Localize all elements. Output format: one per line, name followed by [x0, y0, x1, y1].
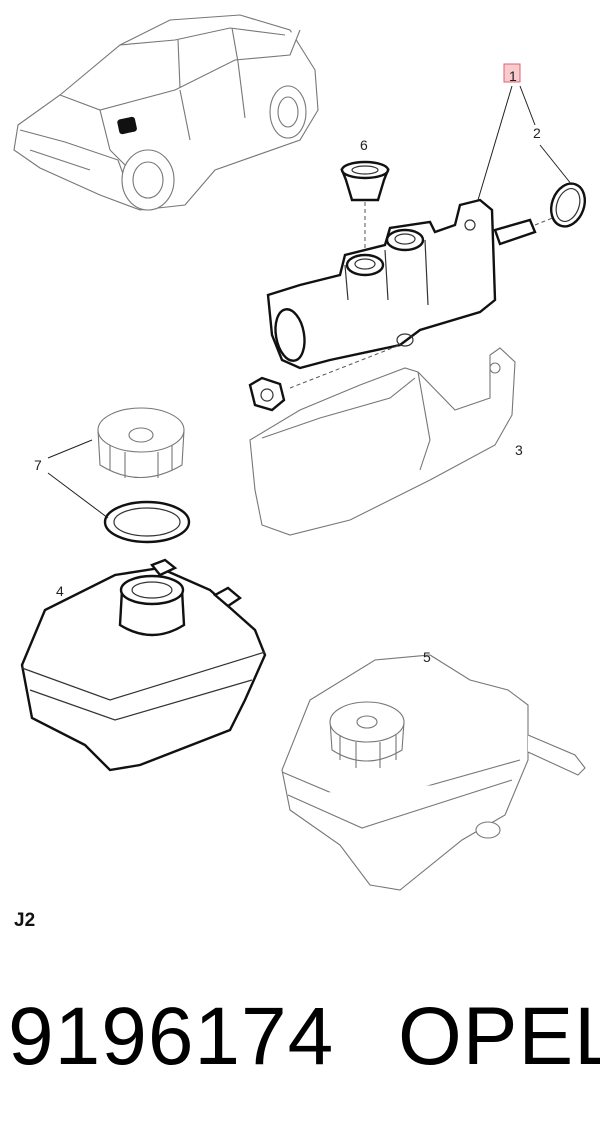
grommet-part [340, 160, 390, 255]
callout-6[interactable]: 6 [360, 137, 368, 153]
part-number: 9196174 [8, 991, 335, 1082]
fluid-reservoir-part [20, 558, 267, 772]
heat-shield-part [249, 347, 516, 536]
diagram-page-code: J2 [14, 910, 36, 931]
reservoir-assembly-part [281, 654, 586, 891]
callout-highlight-box [503, 63, 521, 83]
callout-3[interactable]: 3 [515, 442, 523, 458]
callout-7[interactable]: 7 [34, 457, 42, 473]
o-ring-part [549, 182, 587, 228]
brand-name: OPEL [398, 991, 600, 1082]
callout-leader-lines [47, 85, 573, 519]
nut-part [248, 376, 286, 412]
callout-1[interactable]: 1 [509, 68, 517, 84]
master-cylinder-part [266, 198, 561, 389]
callout-4[interactable]: 4 [56, 583, 64, 599]
car-overview-illustration [13, 14, 319, 211]
reservoir-cap-part [97, 407, 185, 479]
parts-exploded-diagram [13, 14, 587, 891]
callout-5[interactable]: 5 [423, 649, 431, 665]
callout-2[interactable]: 2 [533, 125, 541, 141]
cap-seal-ring-part [103, 500, 191, 544]
